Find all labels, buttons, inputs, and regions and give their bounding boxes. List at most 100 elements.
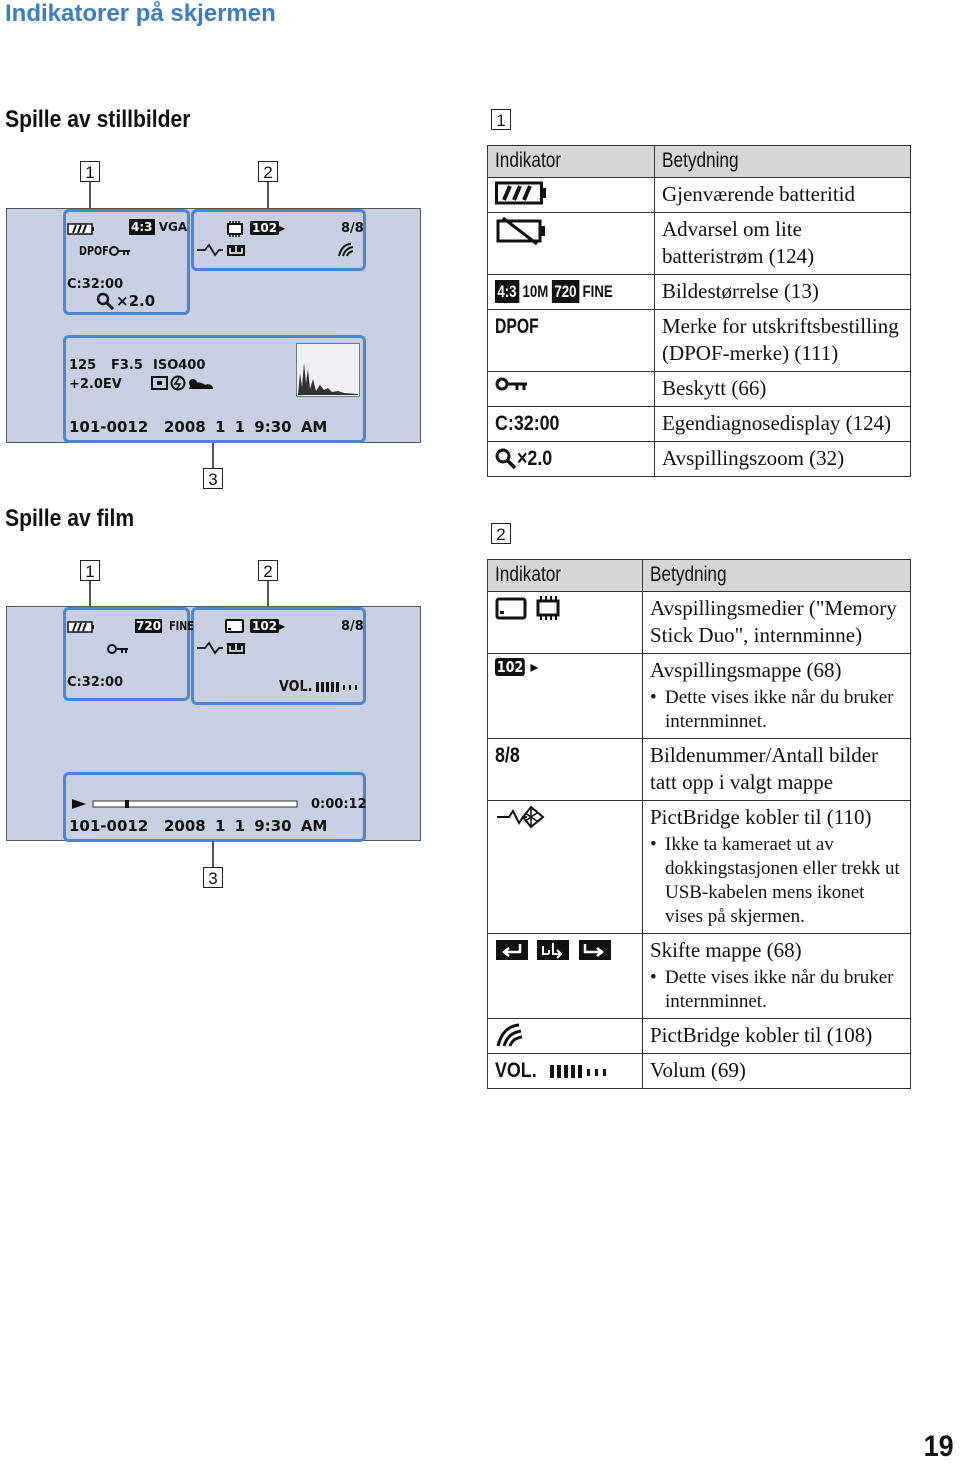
leader-line	[267, 581, 269, 607]
quality-text: FINE	[169, 619, 195, 633]
folder-icon: 102	[495, 658, 526, 676]
meaning-text: Avspillingszoom (32)	[653, 441, 912, 477]
table-row: PictBridge kobler til (108)	[487, 1018, 911, 1054]
histogram-thumbnail	[296, 343, 360, 397]
meaning-text: Avspillingsmedier ("Memory Stick Duo", i…	[642, 591, 911, 654]
image-count-text: 8/8	[341, 619, 364, 634]
self-diagnosis-text: C:32:00	[67, 675, 124, 690]
zoom-icon	[495, 448, 517, 469]
change-folder-icon	[496, 940, 611, 960]
file-number-text: 101-0012	[69, 817, 149, 835]
playback-progress-bar	[72, 799, 298, 809]
aspect-ratio-badge: 4:3	[129, 219, 155, 235]
exposure-text: +2.0EV	[69, 377, 122, 392]
indicator-text: DPOF	[495, 315, 539, 338]
table-row: C:32:00 Egendiagnosedisplay (124)	[487, 406, 912, 442]
image-size-text: VGA	[158, 220, 188, 234]
table-row: Beskytt (66)	[487, 371, 912, 407]
header-meaning: Betydning	[661, 149, 739, 172]
folder-number-badge: 102	[250, 619, 280, 633]
battery-icon	[67, 223, 94, 235]
highlight-box-1	[63, 209, 190, 315]
movie-size-badge: 720	[135, 619, 163, 633]
meaning-text: PictBridge kobler til (110)	[650, 805, 872, 829]
movie-label-3: 3	[203, 867, 223, 888]
volume-icon	[550, 1064, 607, 1078]
meaning-text: Bildenummer/Antall bilder tatt opp i val…	[642, 738, 911, 801]
battery-warning-icon	[496, 216, 545, 246]
protect-key-icon	[495, 377, 527, 391]
pictbridge-icon	[338, 243, 354, 257]
volume-icon	[316, 682, 357, 692]
movie-label-1: 1	[80, 560, 100, 581]
table-header-row: Indikator Betydning	[487, 559, 911, 592]
volume-label: VOL.	[279, 677, 313, 695]
page-title: Indikatorer på skjermen	[5, 0, 276, 27]
internal-memory-icon	[227, 221, 243, 237]
header-indicator: Indikator	[495, 563, 562, 586]
aperture-text: F3.5	[111, 358, 143, 373]
meaning-text: Advarsel om lite batteristrøm (124)	[653, 212, 912, 275]
self-diagnosis-text: C:32:00	[67, 277, 124, 292]
indicator-text: C:32:00	[495, 412, 560, 435]
table-row: PictBridge kobler til (110) •Ikke ta kam…	[487, 800, 911, 934]
leader-line	[89, 182, 91, 209]
indicator-text: ×2.0	[517, 447, 553, 470]
table-row: Gjenværende batteritid	[487, 177, 912, 213]
stills-label-1: 1	[80, 161, 100, 182]
image-size-icon: 4:3 10M 720 FINE	[495, 278, 613, 305]
note-text: Dette vises ikke når du bruker internmin…	[665, 687, 894, 732]
indicator-table-1: Indikator Betydning Gjenværende batterit…	[487, 145, 912, 477]
table-header-row: Indikator Betydning	[487, 145, 912, 178]
stills-label-2: 2	[258, 161, 278, 182]
table1-label: 1	[491, 109, 511, 130]
play-arrow-icon: ▸	[530, 659, 539, 676]
stills-heading: Spille av stillbilder	[5, 106, 191, 133]
page-number: 19	[923, 1430, 954, 1463]
indicator-text: VOL.	[495, 1059, 537, 1082]
media-icon	[495, 596, 560, 620]
stills-label-3: 3	[203, 468, 223, 489]
table-row: 4:3 10M 720 FINE Bildestørrelse (13)	[487, 274, 912, 310]
battery-icon	[495, 181, 546, 205]
indicator-text: 8/8	[495, 744, 520, 767]
indicator-table-2: Indikator Betydning Avspillingsmedier ("…	[487, 559, 911, 1089]
highlight-box-2	[191, 607, 366, 705]
meaning-text: Beskytt (66)	[653, 371, 912, 407]
dpof-text: DPOF	[79, 244, 109, 258]
leader-line	[212, 443, 214, 468]
meaning-text: Avspillingsmappe (68)	[650, 658, 842, 682]
table-row: Avspillingsmedier ("Memory Stick Duo", i…	[487, 591, 911, 654]
header-indicator: Indikator	[495, 149, 562, 172]
date-time-text: 2008 1 1 9:30 AM	[164, 817, 328, 835]
shutter-speed-text: 125	[69, 358, 97, 373]
note-text: Ikke ta kameraet ut av dokkingstasjonen …	[665, 834, 900, 927]
pictbridge-icon	[496, 1023, 523, 1047]
playback-time-text: 0:00:12	[311, 797, 367, 812]
memory-stick-icon	[225, 619, 244, 633]
pictbridge-connecting-icon	[197, 243, 245, 257]
movie-screen: 720 FINE C:32:00 102▸ 8/8 VOL. 0:00:12 1…	[6, 606, 421, 842]
iso-text: ISO400	[153, 358, 206, 373]
folder-number-badge: 102	[250, 221, 280, 235]
table-row: 102▸ Avspillingsmappe (68) •Dette vises …	[487, 653, 911, 739]
pictbridge-connecting-icon	[497, 805, 545, 829]
leader-line	[89, 581, 91, 607]
movie-label-2: 2	[258, 560, 278, 581]
battery-icon	[67, 621, 94, 633]
image-count-text: 8/8	[341, 221, 364, 236]
zoom-factor-text: ×2.0	[116, 292, 156, 310]
highlight-box-2	[191, 209, 366, 271]
meaning-text: Gjenværende batteritid	[653, 177, 912, 213]
meaning-text: PictBridge kobler til (108)	[642, 1018, 911, 1054]
meaning-text: Skifte mappe (68)	[650, 938, 802, 962]
table-row: ×2.0 Avspillingszoom (32)	[487, 441, 912, 477]
table-row: VOL. Volum (69)	[487, 1053, 911, 1089]
zoom-icon	[96, 292, 115, 310]
table-row: DPOF Merke for utskriftsbestilling (DPOF…	[487, 309, 912, 372]
protect-key-icon	[107, 644, 128, 654]
table-row: Advarsel om lite batteristrøm (124)	[487, 212, 912, 275]
table2-label: 2	[491, 523, 511, 544]
leader-line	[212, 841, 214, 867]
metering-flash-wb-icons	[151, 375, 213, 391]
